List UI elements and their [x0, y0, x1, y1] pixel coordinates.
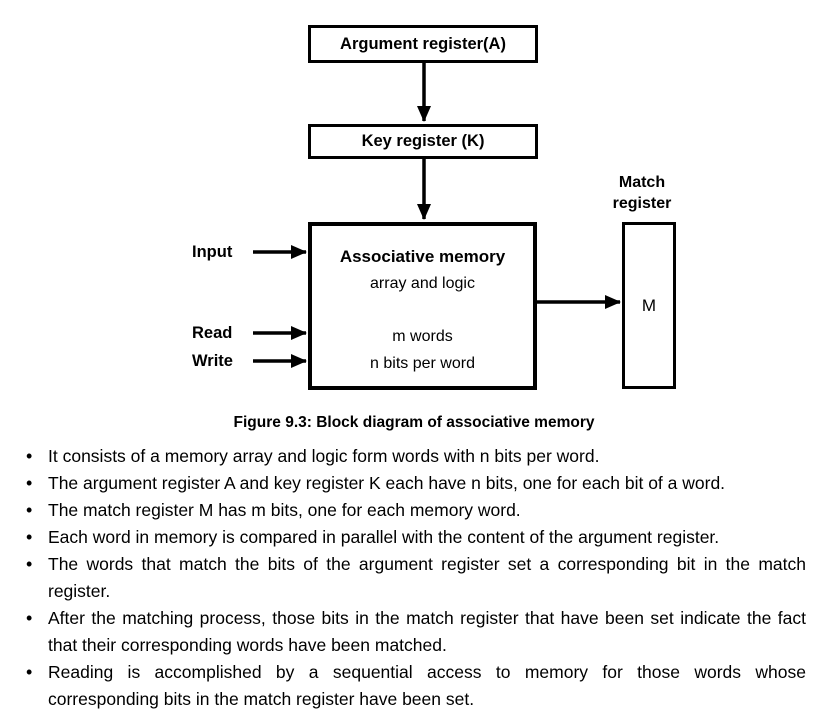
key-register-label: Key register (K) [361, 132, 485, 150]
argument-register-label: Argument register(A) [340, 34, 506, 53]
input-signal-label: Input [192, 243, 233, 261]
figure-caption: Figure 9.3: Block diagram of associative… [233, 414, 595, 431]
diagram-arrows [253, 63, 621, 368]
match-register-cell: M [641, 295, 657, 315]
list-item: After the matching process, those bits i… [26, 605, 806, 659]
memory-words-label: m words [392, 328, 453, 345]
associative-memory-title: Associative memory [339, 247, 506, 266]
list-item: The match register M has m bits, one for… [26, 497, 806, 524]
match-register-box: M [622, 222, 676, 389]
key-register-box: Key register (K) [308, 124, 538, 159]
list-item: The argument register A and key register… [26, 470, 806, 497]
associative-memory-subtitle: array and logic [370, 275, 475, 292]
list-item: Each word in memory is compared in paral… [26, 524, 806, 551]
list-item: Reading is accomplished by a sequential … [26, 659, 806, 713]
read-signal-label: Read [192, 324, 233, 342]
write-signal-label: Write [192, 352, 233, 370]
bullet-list: It consists of a memory array and logic … [20, 443, 806, 713]
match-register-label: Match register [612, 174, 672, 212]
associative-memory-block-diagram: Argument register(A) Key register (K) As… [192, 25, 676, 390]
spacer [312, 297, 533, 323]
list-item: It consists of a memory array and logic … [26, 443, 806, 470]
argument-register-box: Argument register(A) [308, 25, 538, 63]
list-item: The words that match the bits of the arg… [26, 551, 806, 605]
memory-bits-label: n bits per word [370, 355, 475, 372]
associative-memory-box: Associative memory array and logic m wor… [308, 222, 537, 390]
